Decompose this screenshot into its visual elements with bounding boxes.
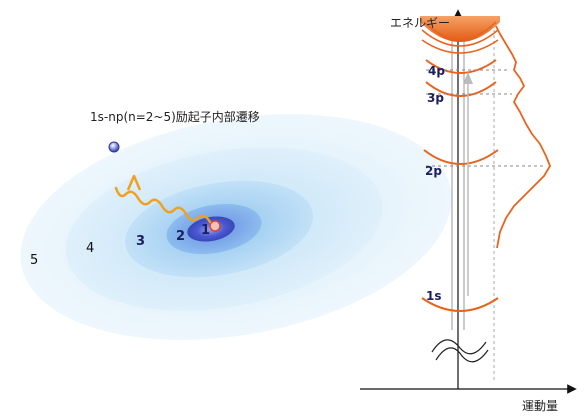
photon-arrow-head bbox=[126, 174, 142, 191]
energy-diagram: 4p 3p 2p 1s エネルギー 運動量 bbox=[360, 9, 577, 413]
orbit-number-2: 2 bbox=[176, 229, 185, 244]
orbit-number-4: 4 bbox=[86, 241, 94, 256]
photon-wave bbox=[114, 186, 212, 224]
orbit-rings bbox=[20, 114, 452, 340]
continuum-curve-3 bbox=[421, 39, 499, 54]
orbit-number-3: 3 bbox=[136, 234, 145, 249]
transition-title: 1s-np(n=2~5)励起子内部遷移 bbox=[90, 109, 260, 124]
level-label-2p: 2p bbox=[425, 164, 442, 178]
transition-arrow-head bbox=[463, 72, 473, 84]
level-4p-curve bbox=[425, 59, 497, 74]
continuum-band bbox=[420, 16, 500, 42]
momentum-axis-label: 運動量 bbox=[522, 399, 558, 413]
energy-axis-label: エネルギー bbox=[390, 16, 450, 30]
level-label-4p: 4p bbox=[428, 64, 445, 78]
continuum-curve-1 bbox=[423, 21, 497, 40]
level-2p-curve bbox=[423, 149, 499, 165]
phonon-wiggle-2 bbox=[435, 347, 489, 363]
hole-dot bbox=[209, 220, 221, 232]
orbit-number-1: 1 bbox=[201, 223, 210, 238]
level-3p-curve bbox=[425, 81, 497, 97]
level-1s-curve bbox=[421, 297, 499, 312]
absorption-spectrum bbox=[495, 25, 551, 249]
level-label-1s: 1s bbox=[426, 289, 442, 303]
phonon-wiggle-1 bbox=[431, 339, 487, 355]
level-label-3p: 3p bbox=[427, 91, 444, 105]
continuum-curve-2 bbox=[421, 29, 499, 47]
electron bbox=[108, 141, 120, 153]
orbit-number-5: 5 bbox=[30, 253, 38, 268]
